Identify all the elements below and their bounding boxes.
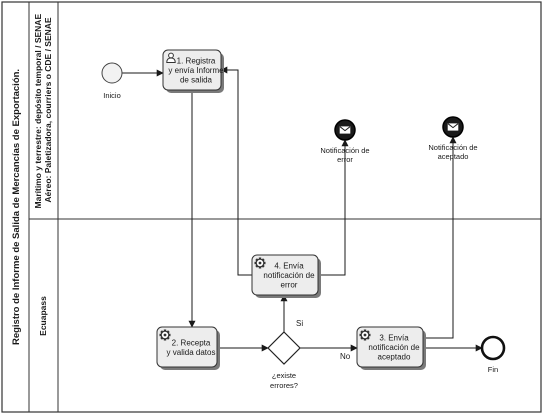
message-event-msg-err-label-line-1: Notificación de bbox=[320, 146, 369, 155]
end-event-label: Fin bbox=[488, 365, 498, 374]
gateway-diamond bbox=[267, 331, 301, 365]
task-t1-label-line-2: y envía Informe bbox=[168, 66, 224, 75]
sequence-flow-t3-to-msg-ok bbox=[423, 136, 457, 339]
gear-icon bbox=[359, 329, 371, 341]
gateway-label-line-2: errores? bbox=[270, 381, 298, 390]
lane-bottom-title: Ecuapass bbox=[38, 296, 48, 336]
envelope-icon bbox=[339, 126, 351, 134]
sequence-flow-t4-to-t1 bbox=[220, 66, 252, 276]
task-t3-label-line-1: 3. Envía bbox=[379, 334, 409, 343]
end-event-circle bbox=[480, 335, 506, 361]
start-event-start: Inicio bbox=[101, 62, 123, 100]
task-box bbox=[156, 326, 218, 368]
task-t3-label-line-3: aceptado bbox=[378, 353, 411, 362]
flow-label-gw-to-t4: Si bbox=[296, 319, 303, 328]
task-t1-label-line-3: de salida bbox=[180, 76, 213, 85]
end-event-end: Fin bbox=[480, 335, 506, 374]
gear-icon bbox=[254, 257, 266, 269]
start-event-circle bbox=[101, 62, 123, 84]
message-event-msg-err-label-line-2: error bbox=[337, 155, 353, 164]
sequence-flow-t4-to-msg-err bbox=[318, 139, 349, 276]
message-event-msg-ok-label-line-2: aceptado bbox=[438, 152, 469, 161]
task-t4-label-line-1: 4. Envía bbox=[274, 262, 304, 271]
task-t2-label-line-2: y valida datos bbox=[167, 348, 216, 357]
gateway-label-line-1: ¿existe bbox=[272, 371, 296, 380]
end-event-label-line-1: Fin bbox=[488, 365, 498, 374]
task-box bbox=[251, 254, 319, 296]
lane-top-title-line-1: Marítimo y terrestre: depósito temporal … bbox=[33, 14, 43, 209]
message-event-msg-ok-label-line-1: Notificación de bbox=[428, 143, 477, 152]
start-event-label-line-1: Inicio bbox=[103, 91, 121, 100]
lane-top-title: Marítimo y terrestre: depósito temporal … bbox=[33, 12, 53, 209]
flow-label-gw-to-t3: No bbox=[340, 352, 351, 361]
task-box bbox=[356, 326, 424, 368]
task-t3-label-line-2: notificación de bbox=[368, 343, 420, 352]
pool-title: Registro de Informe de Salida de Mercanc… bbox=[11, 69, 22, 345]
envelope-icon bbox=[447, 123, 459, 131]
user-icon bbox=[166, 52, 176, 63]
task-t1-label-line-1: 1. Registra bbox=[177, 57, 216, 66]
lane-top-title-line-2: Aéreo: Paletizadora, courriers o CDE / S… bbox=[43, 17, 53, 202]
start-event-label: Inicio bbox=[103, 91, 121, 100]
gear-icon bbox=[159, 329, 171, 341]
task-t2-label-line-1: 2. Recepta bbox=[172, 338, 211, 347]
task-box bbox=[162, 49, 222, 91]
task-t4-label-line-3: error bbox=[281, 281, 298, 290]
task-t4-label-line-2: notificación de bbox=[263, 271, 315, 280]
